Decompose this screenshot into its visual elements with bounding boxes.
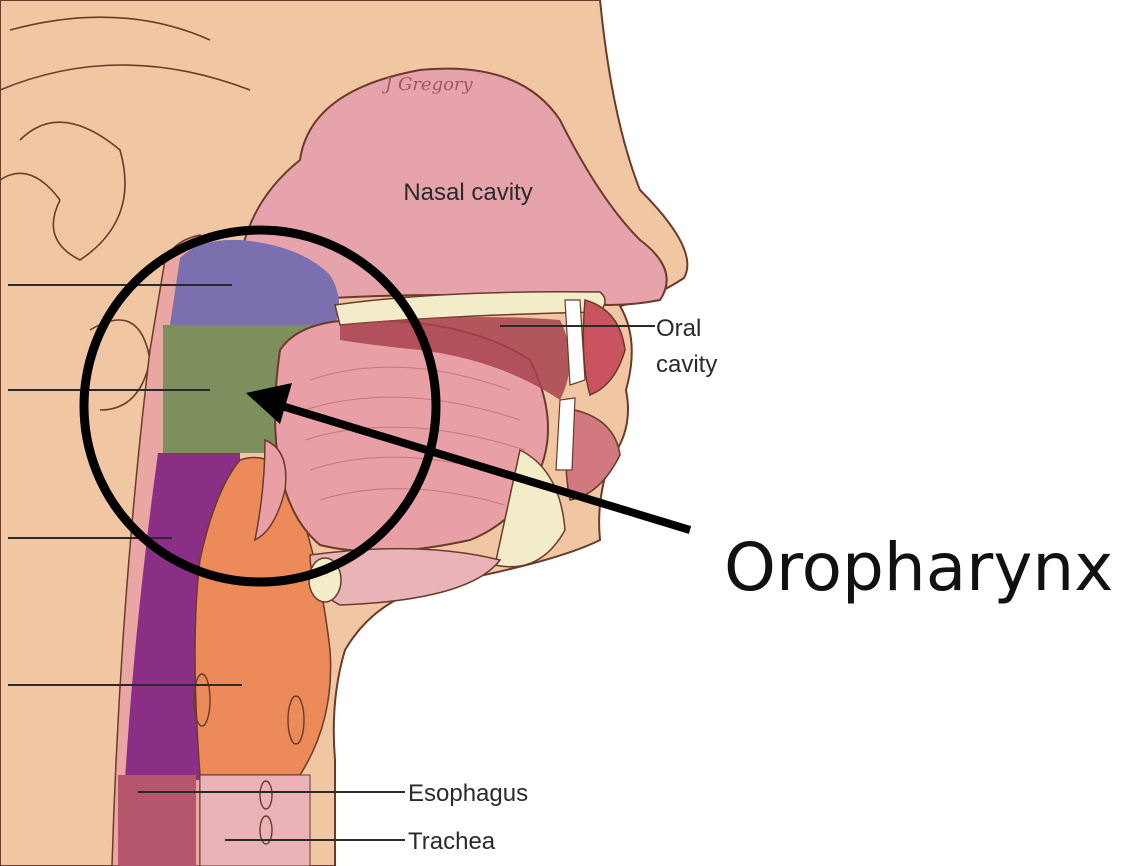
artist-signature: J Gregory [381,74,474,95]
trachea-label: Trachea [408,828,496,855]
oral-cavity-label-line1: Oral [656,315,701,342]
nasal-cavity-label: Nasal cavity [403,179,532,206]
trachea-lower [200,775,310,866]
oral-cavity-label-line2: cavity [656,351,717,378]
esophagus-lower [118,775,196,866]
oropharynx-callout: Oropharynx [724,529,1113,606]
esophagus-label: Esophagus [408,780,528,807]
